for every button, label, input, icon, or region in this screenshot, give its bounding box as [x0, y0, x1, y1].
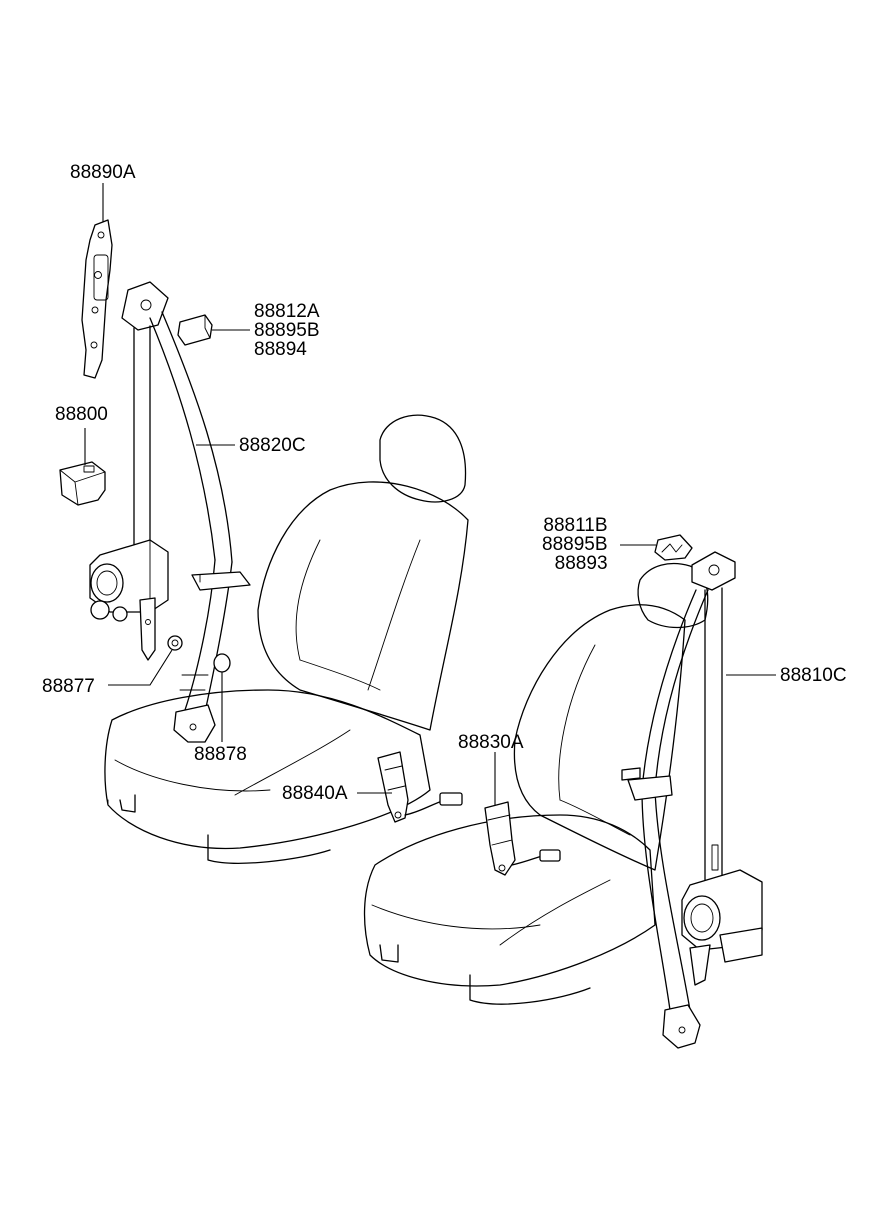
part-88878-cap	[213, 653, 231, 673]
callout-88800: 88800	[55, 404, 108, 425]
part-88800-bracket	[59, 461, 106, 506]
left-seat	[104, 414, 469, 864]
leader-lines	[84, 183, 776, 805]
callout-88840A: 88840A	[282, 783, 348, 804]
part-88830A-buckle	[484, 801, 561, 876]
callout-88811B: 88811B	[543, 515, 608, 536]
part-88840A-buckle	[377, 751, 463, 823]
callout-88820C: 88820C	[239, 435, 306, 456]
part-88810C-belt-right	[621, 551, 736, 1049]
callout-88895B-right: 88895B	[542, 534, 608, 555]
callout-group-88811B: 88811B 88895B 88893	[542, 516, 608, 573]
part-retractor-right	[681, 869, 763, 986]
part-88890A-height-adjuster	[81, 219, 113, 379]
part-retractor-left	[89, 539, 169, 661]
callout-88812A: 88812A	[254, 301, 320, 322]
callout-88878: 88878	[194, 744, 247, 765]
callout-88893: 88893	[554, 553, 608, 574]
callout-88877: 88877	[42, 676, 95, 697]
part-88812A-cover	[177, 314, 213, 346]
part-88820C-belt-left	[121, 281, 251, 743]
callout-88894: 88894	[254, 339, 307, 360]
callout-88895B-left: 88895B	[254, 320, 320, 341]
callout-group-88812A: 88812A 88895B 88894	[254, 302, 320, 359]
callout-88810C: 88810C	[780, 665, 847, 686]
part-88877-bolt	[167, 635, 183, 651]
callout-88890A: 88890A	[70, 162, 136, 183]
part-88811B-cover	[654, 534, 693, 561]
callout-88830A: 88830A	[458, 732, 524, 753]
